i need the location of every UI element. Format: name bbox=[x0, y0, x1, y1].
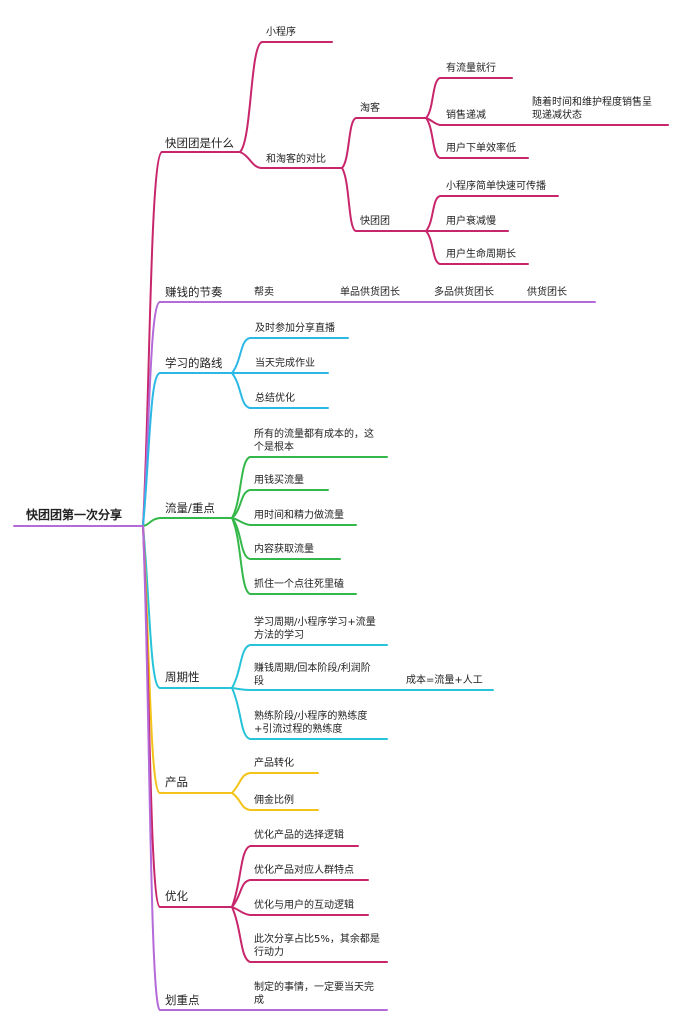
connector-miniprogram bbox=[239, 41, 333, 153]
connector-product-2 bbox=[231, 792, 319, 811]
optimize-item-1[interactable]: 优化产品的选择逻辑 bbox=[254, 830, 344, 841]
root-topic[interactable]: 快团团第一次分享 bbox=[26, 508, 123, 522]
connector-optimize-4 bbox=[231, 906, 388, 963]
connector-compare bbox=[239, 151, 343, 169]
topic-cycle[interactable]: 周期性 bbox=[165, 670, 200, 684]
topic-key[interactable]: 划重点 bbox=[165, 993, 200, 1007]
topic-what[interactable]: 快团团是什么 bbox=[165, 136, 234, 150]
topic-traffic[interactable]: 流量/重点 bbox=[165, 501, 215, 515]
connector-optimize-1 bbox=[231, 845, 359, 908]
taoke-item-3[interactable]: 用户下单效率低 bbox=[446, 143, 516, 154]
connector-taoke bbox=[341, 117, 427, 169]
topic-rhythm[interactable]: 赚钱的节奏 bbox=[165, 285, 223, 299]
ktt-item-3[interactable]: 用户生命周期长 bbox=[446, 249, 516, 260]
topic-ktt[interactable]: 快团团 bbox=[360, 216, 390, 227]
ktt-item-2[interactable]: 用户衰减慢 bbox=[446, 216, 496, 227]
cycle-item-2[interactable]: 赚钱周期/回本阶段/利润阶段 bbox=[254, 663, 371, 687]
connector-ktt bbox=[341, 167, 427, 232]
product-item-2[interactable]: 佣金比例 bbox=[254, 795, 294, 806]
topic-miniprogram[interactable]: 小程序 bbox=[266, 27, 296, 38]
optimize-item-4[interactable]: 此次分享占比5%，其余都是行动力 bbox=[254, 934, 380, 958]
optimize-item-2[interactable]: 优化产品对应人群特点 bbox=[254, 865, 354, 876]
topic-taoke[interactable]: 淘客 bbox=[360, 103, 380, 114]
learning-item-1[interactable]: 及时参加分享直播 bbox=[255, 323, 335, 334]
cycle-item-1[interactable]: 学习周期/小程序学习+流量方法的学习 bbox=[254, 617, 376, 641]
connector-learning bbox=[142, 372, 161, 527]
connector-traffic-5 bbox=[231, 517, 357, 595]
connector-ktt-1 bbox=[425, 195, 559, 232]
taoke-item-2[interactable]: 销售递减 bbox=[446, 110, 486, 121]
connector-taoke-2 bbox=[425, 117, 529, 126]
connector-optimize-3 bbox=[231, 906, 369, 916]
traffic-item-3[interactable]: 用时间和精力做流量 bbox=[254, 510, 344, 521]
connector-cycle-3 bbox=[231, 687, 388, 740]
taoke-decline-note[interactable]: 随着时间和维护程度销售呈现递减状态 bbox=[532, 97, 652, 121]
cycle-cost-note[interactable]: 成本=流量+人工 bbox=[406, 675, 483, 686]
connector-traffic bbox=[142, 517, 161, 527]
connector-learning-3 bbox=[231, 372, 329, 409]
product-item-1[interactable]: 产品转化 bbox=[254, 758, 294, 769]
connector-taoke-1 bbox=[425, 77, 513, 119]
topic-product[interactable]: 产品 bbox=[165, 775, 188, 789]
connector-learning-1 bbox=[231, 337, 349, 374]
connector-optimize-2 bbox=[231, 879, 369, 908]
taoke-item-1[interactable]: 有流量就行 bbox=[446, 63, 496, 74]
connector-cycle-2 bbox=[231, 687, 494, 691]
traffic-item-4[interactable]: 内容获取流量 bbox=[254, 544, 314, 555]
ktt-item-1[interactable]: 小程序简单快速可传播 bbox=[446, 181, 546, 192]
connector-cycle-1 bbox=[231, 644, 388, 689]
connector-traffic-4 bbox=[231, 517, 341, 560]
key-item-1[interactable]: 制定的事情，一定要当天完成 bbox=[254, 982, 374, 1006]
learning-item-3[interactable]: 总结优化 bbox=[255, 393, 295, 404]
traffic-item-2[interactable]: 用钱买流量 bbox=[254, 475, 304, 486]
cycle-item-3[interactable]: 熟练阶段/小程序的熟练度+引流过程的熟练度 bbox=[254, 711, 368, 735]
rhythm-step-1[interactable]: 帮卖 bbox=[254, 287, 274, 298]
topic-learning[interactable]: 学习的路线 bbox=[165, 356, 223, 370]
connector-ktt-3 bbox=[425, 230, 529, 265]
connector-key bbox=[142, 525, 161, 1011]
traffic-item-5[interactable]: 抓住一个点往死里磕 bbox=[254, 579, 344, 590]
connector-traffic-1 bbox=[231, 456, 388, 519]
rhythm-step-3[interactable]: 多品供货团长 bbox=[434, 287, 494, 298]
learning-item-2[interactable]: 当天完成作业 bbox=[255, 358, 315, 369]
connector-product-1 bbox=[231, 772, 319, 794]
connector-traffic-3 bbox=[231, 517, 357, 526]
connector-traffic-2 bbox=[231, 489, 329, 519]
topic-compare[interactable]: 和淘客的对比 bbox=[266, 154, 326, 165]
optimize-item-3[interactable]: 优化与用户的互动逻辑 bbox=[254, 900, 354, 911]
rhythm-step-2[interactable]: 单品供货团长 bbox=[340, 287, 400, 298]
traffic-item-1[interactable]: 所有的流量都有成本的，这个是根本 bbox=[254, 429, 374, 453]
rhythm-step-4[interactable]: 供货团长 bbox=[527, 287, 567, 298]
connector-taoke-3 bbox=[425, 117, 529, 159]
topic-optimize[interactable]: 优化 bbox=[165, 889, 188, 903]
